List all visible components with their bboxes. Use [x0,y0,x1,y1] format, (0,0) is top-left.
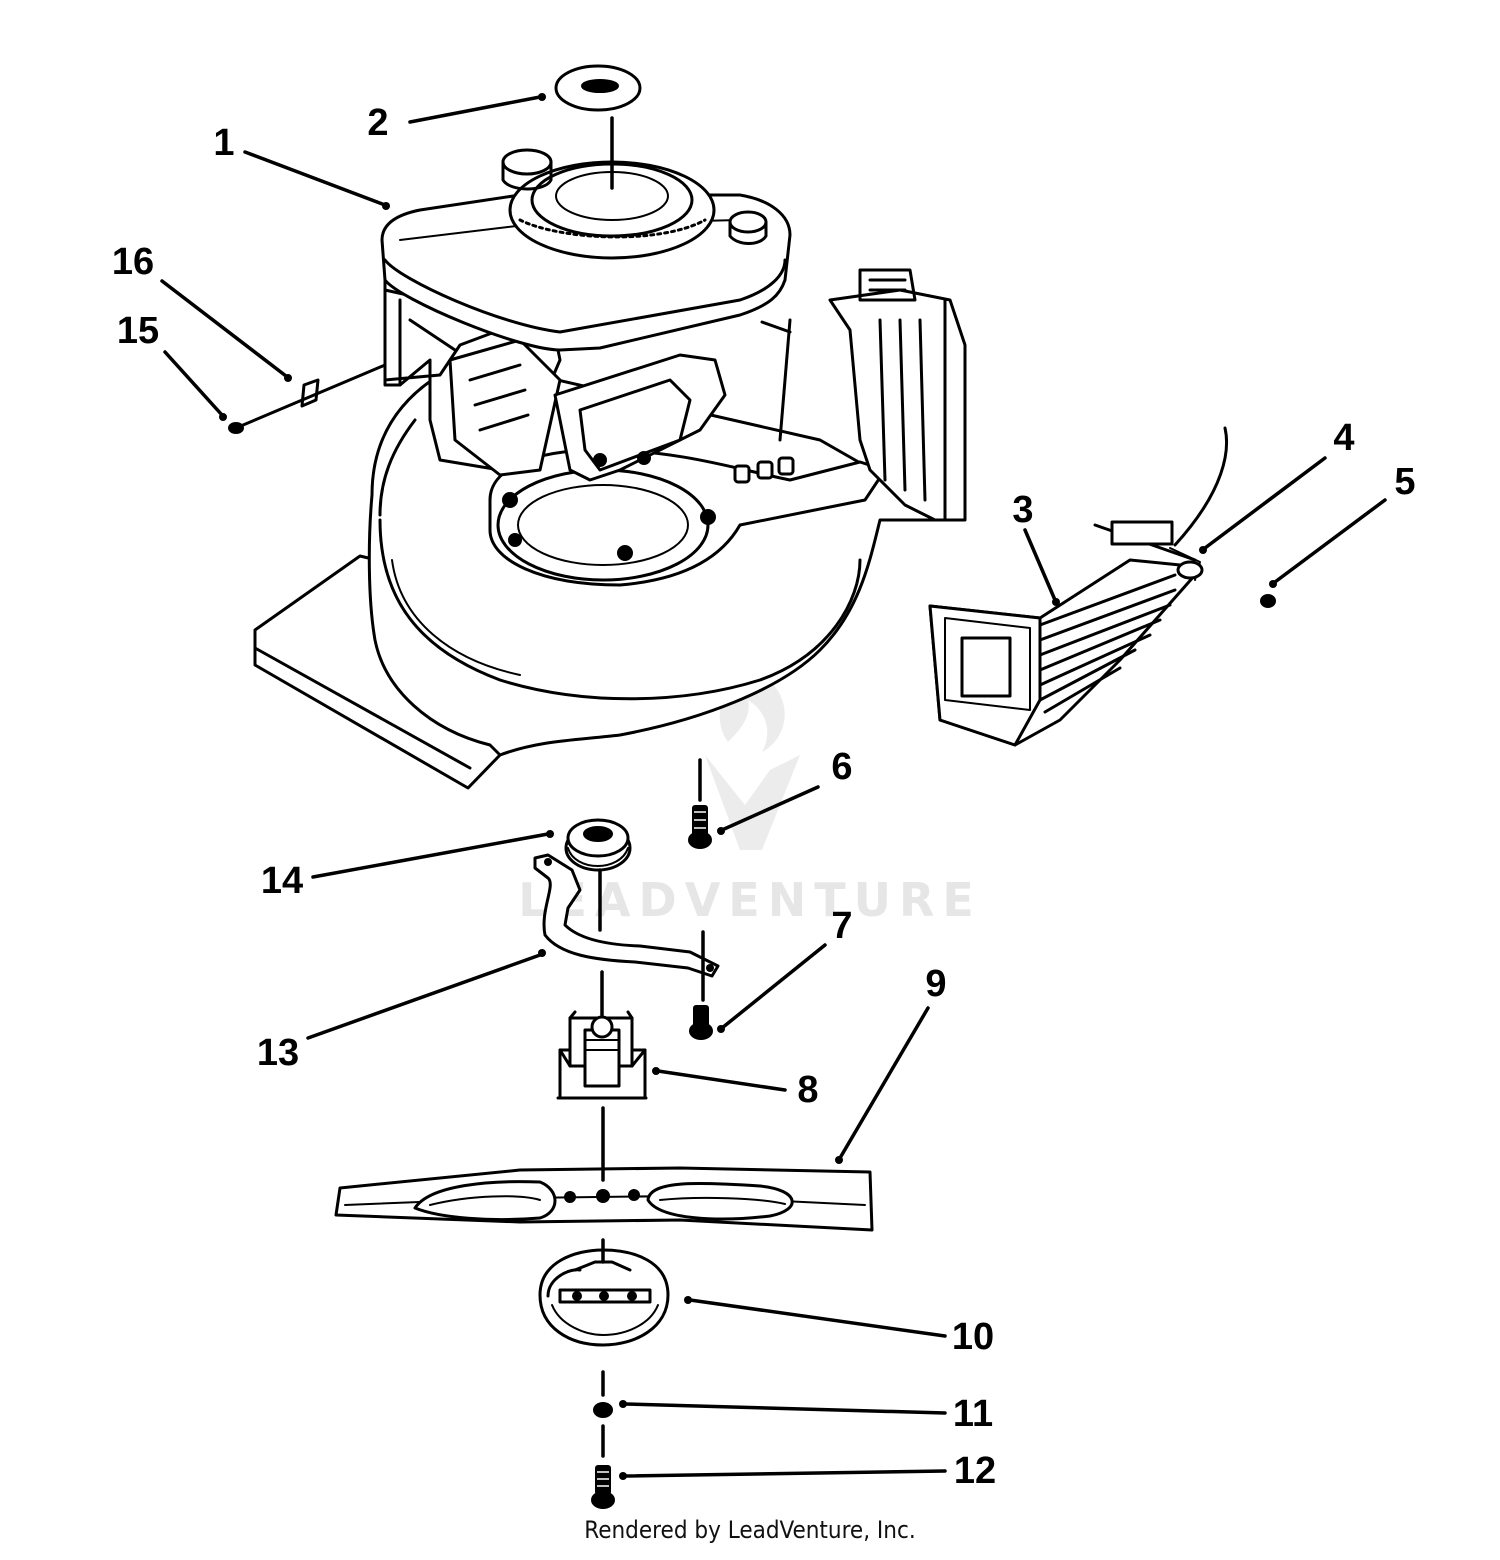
callout-10: 10 [952,1316,994,1358]
callout-6: 6 [831,746,852,788]
blade-adapter-part [538,1248,670,1347]
hub-part [556,1010,648,1100]
callout-3: 3 [1012,489,1033,531]
callout-16: 16 [112,241,154,283]
pin-part-15 [228,363,387,434]
blade-bolt-part [591,1465,615,1509]
bracket-part [533,853,720,978]
callout-13: 13 [257,1032,299,1074]
callout-14: 14 [261,860,303,902]
callout-12: 12 [954,1450,996,1492]
pulley-part [564,818,632,872]
callout-5: 5 [1394,461,1415,503]
callout-4: 4 [1333,417,1354,459]
callout-9: 9 [925,963,946,1005]
emblem-part [554,64,642,112]
leader-lines [160,93,1387,1480]
callout-7: 7 [831,905,852,947]
callout-11: 11 [953,1393,993,1435]
screw-part-6 [688,805,712,849]
mower-deck-engine-part [253,148,967,790]
screw-part-5 [1260,594,1276,608]
watermark-text: LEADVENTURE [518,873,982,927]
assembly-axis-lines [598,116,705,1458]
blade-part [334,1166,874,1232]
callout-1: 1 [213,122,234,164]
screw-part-7 [689,1005,713,1040]
callout-2: 2 [367,102,388,144]
chute-part [928,426,1229,747]
callout-15: 15 [117,310,159,352]
credit-line: Rendered by LeadVenture, Inc. [584,1516,916,1544]
callout-labels: 1 2 3 4 5 6 7 8 9 10 11 12 13 14 15 16 [112,102,1416,1492]
callout-8: 8 [797,1069,818,1111]
washer-part [593,1402,613,1418]
